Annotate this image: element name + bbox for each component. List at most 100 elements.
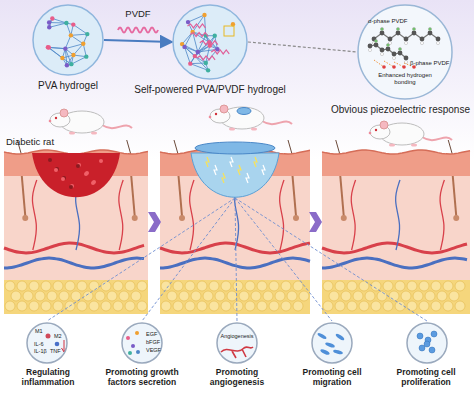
crosslink-dot (65, 63, 69, 67)
pvdf-squiggle (118, 28, 158, 33)
fat-cell (197, 301, 207, 311)
circle-border (312, 323, 352, 363)
fat-cell (191, 291, 201, 301)
fat-cell (65, 281, 75, 291)
carbon-atom (368, 44, 373, 49)
hair-follicle (21, 170, 25, 216)
fluorine-atom (374, 39, 377, 42)
fat-cell (101, 281, 111, 291)
hair (448, 140, 452, 154)
fat-cell (131, 291, 141, 301)
circle-border (358, 5, 452, 99)
fat-cell (323, 301, 333, 311)
fluorine-atom (428, 27, 431, 30)
hair-follicle (452, 170, 456, 216)
fat-cell (299, 291, 309, 301)
epidermis (322, 150, 470, 176)
growth-factor (131, 344, 135, 348)
annotation-label: β-phase PVDF (410, 60, 449, 67)
polymer-chain (73, 25, 87, 35)
fat-cell (89, 281, 99, 291)
fat-cell (83, 291, 93, 301)
circle-outline (172, 4, 248, 80)
migrating-cell (320, 348, 331, 355)
pvdf-chain (190, 33, 208, 37)
vein (160, 258, 310, 268)
fat-cell (335, 281, 345, 291)
top-backdrop (0, 0, 474, 160)
polymer-chain (73, 44, 83, 55)
crosslink-dot (188, 61, 192, 65)
crosslink-dot (69, 62, 73, 66)
crosslink-dot (60, 56, 64, 60)
follicle-bulb (179, 215, 185, 221)
fat-cell (449, 291, 459, 301)
wound (32, 153, 120, 197)
fat-cell (455, 281, 465, 291)
fat-cell (5, 281, 15, 291)
artery (322, 243, 467, 253)
node-caption: PVA hydrogel (38, 80, 98, 92)
carbon-atom (428, 31, 433, 36)
carbon-atom (396, 31, 401, 36)
progress-arrow (148, 212, 161, 232)
effect-bg (312, 323, 352, 363)
leader-line (235, 198, 237, 321)
hair (127, 140, 131, 154)
wound-cell (92, 180, 96, 184)
fat-cell (17, 281, 27, 291)
fat-cell (263, 291, 273, 301)
wound-cell (76, 164, 80, 168)
growth-factor (136, 350, 140, 354)
effect-bg (122, 323, 162, 363)
hydrogen-atom (420, 41, 423, 44)
fat-cell (41, 281, 51, 291)
model-label: Diabetic rat (6, 137, 54, 147)
node-caption: Regulating inflammation (4, 368, 92, 388)
fat-cell (35, 291, 45, 301)
rat (369, 121, 452, 147)
electric-spark (230, 157, 233, 167)
annotation-label: IL-6 (34, 341, 43, 347)
hair (288, 140, 292, 154)
fat-cell (233, 281, 243, 291)
stratum-corneum (322, 150, 470, 154)
fat-cell (455, 301, 465, 311)
hydrogel-network (180, 13, 235, 73)
fat-cell (113, 281, 123, 291)
fat-cell (203, 291, 213, 301)
fluorine-atom (412, 27, 415, 30)
capillary (440, 180, 444, 250)
crosslink-dot (47, 45, 51, 49)
hydrogen-atom (368, 48, 371, 51)
crosslink-dot (202, 13, 206, 17)
circle-outline (406, 322, 448, 364)
rat-ear (380, 121, 388, 129)
fat-cell (29, 281, 39, 291)
capillary (190, 180, 194, 250)
fat-cell (431, 301, 441, 311)
crosslink-dot (64, 21, 68, 25)
fat-cell (245, 281, 255, 291)
annotation-label: bFGF (146, 339, 160, 345)
crosslink-dot (71, 22, 75, 26)
fat-cell (137, 281, 147, 291)
fat-cell (125, 301, 135, 311)
fat-cell (11, 291, 21, 301)
hydrogen-atom (436, 41, 439, 44)
fat-layer (322, 280, 470, 314)
fat-cell (443, 301, 453, 311)
hair (336, 140, 340, 154)
fat-cell (119, 291, 129, 301)
rat-foot (229, 128, 235, 131)
electric-spark (262, 165, 265, 175)
polymer-chain (49, 23, 66, 27)
wound-cell (61, 177, 65, 181)
dermis (322, 176, 470, 280)
proliferating-cell (431, 331, 437, 337)
annotation-label: Enhanced hydrogen bonding (375, 72, 435, 85)
crosslink-dot (71, 53, 75, 57)
hair-follicle (131, 170, 135, 216)
fat-cell (269, 281, 279, 291)
